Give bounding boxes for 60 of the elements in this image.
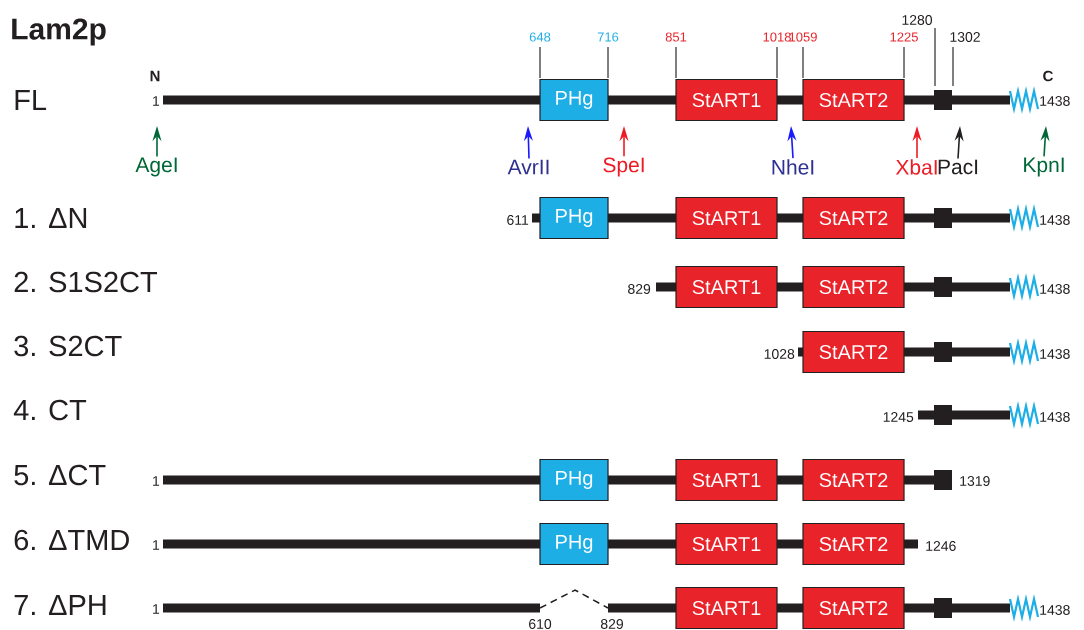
domain-box: StART2 (802, 196, 905, 240)
restriction-site-label: AvrII (507, 159, 549, 175)
row-label: 4. CT (13, 399, 87, 421)
domain-box: StART2 (802, 78, 905, 122)
residue-number: 1302 (950, 32, 980, 42)
residue-number: 648 (529, 32, 551, 42)
domain-box: StART2 (802, 265, 905, 309)
row-label: 2. S1S2CT (14, 271, 158, 293)
residue-number: 1438 (1040, 605, 1070, 615)
residue-number: 1 (153, 96, 160, 106)
domain-box: StART2 (802, 522, 905, 566)
residue-number: 1 (153, 604, 160, 614)
residue-number: 1059 (789, 32, 817, 42)
domain-box: StART1 (675, 522, 778, 566)
restriction-site-label: SpeI (603, 157, 644, 177)
residue-number: 1 (153, 540, 160, 550)
residue-number: 829 (628, 284, 651, 294)
domain-box: StART2 (802, 330, 905, 374)
row-label: FL (15, 90, 47, 110)
restriction-site-label: AgeI (135, 157, 177, 177)
restriction-site-label: PacI (938, 159, 978, 175)
domain-box: StART2 (802, 458, 905, 502)
domain-box: PHg (539, 522, 609, 566)
residue-number: 1438 (1040, 215, 1070, 225)
residue-number: 1018 (763, 32, 791, 42)
residue-number: 610 (529, 619, 552, 629)
restriction-site-label: XbaI (895, 159, 937, 175)
domain-box: StART1 (675, 265, 778, 309)
residue-number: 1438 (1040, 284, 1070, 294)
domain-box: PHg (539, 78, 609, 122)
domain-box: StART1 (675, 196, 778, 240)
row-label: 7. ΔPH (14, 595, 106, 615)
domain-box: PHg (539, 196, 609, 240)
residue-number: 1028 (764, 349, 795, 359)
residue-number: 1225 (890, 32, 918, 42)
residue-number: 1280 (902, 15, 933, 25)
residue-number: 716 (597, 32, 619, 42)
residue-number: 1319 (960, 476, 990, 486)
restriction-site-label: NheI (772, 159, 814, 175)
title: Lam2p (12, 18, 106, 46)
terminus-label: N (150, 70, 160, 82)
domain-box: StART1 (675, 78, 778, 122)
restriction-site-label: KpnI (1024, 157, 1064, 177)
residue-number: 1246 (926, 541, 956, 551)
domain-box: StART1 (675, 586, 778, 630)
residue-number: 1 (153, 476, 160, 486)
domain-box: StART2 (802, 586, 905, 630)
domain-box: PHg (539, 458, 609, 502)
residue-number: 1438 (1040, 412, 1070, 422)
domain-box: StART1 (675, 458, 778, 502)
residue-number: 1438 (1040, 349, 1070, 359)
row-label: 5. ΔCT (14, 464, 106, 486)
residue-number: 851 (665, 32, 687, 42)
row-label: 1. ΔN (15, 208, 87, 228)
residue-number: 829 (600, 619, 623, 629)
terminus-label: C (1043, 70, 1053, 82)
residue-number: 1245 (883, 412, 914, 422)
residue-number: 1438 (1040, 96, 1070, 106)
row-label: 6. ΔTMD (14, 529, 129, 551)
row-label: 3. S2CT (14, 335, 122, 357)
